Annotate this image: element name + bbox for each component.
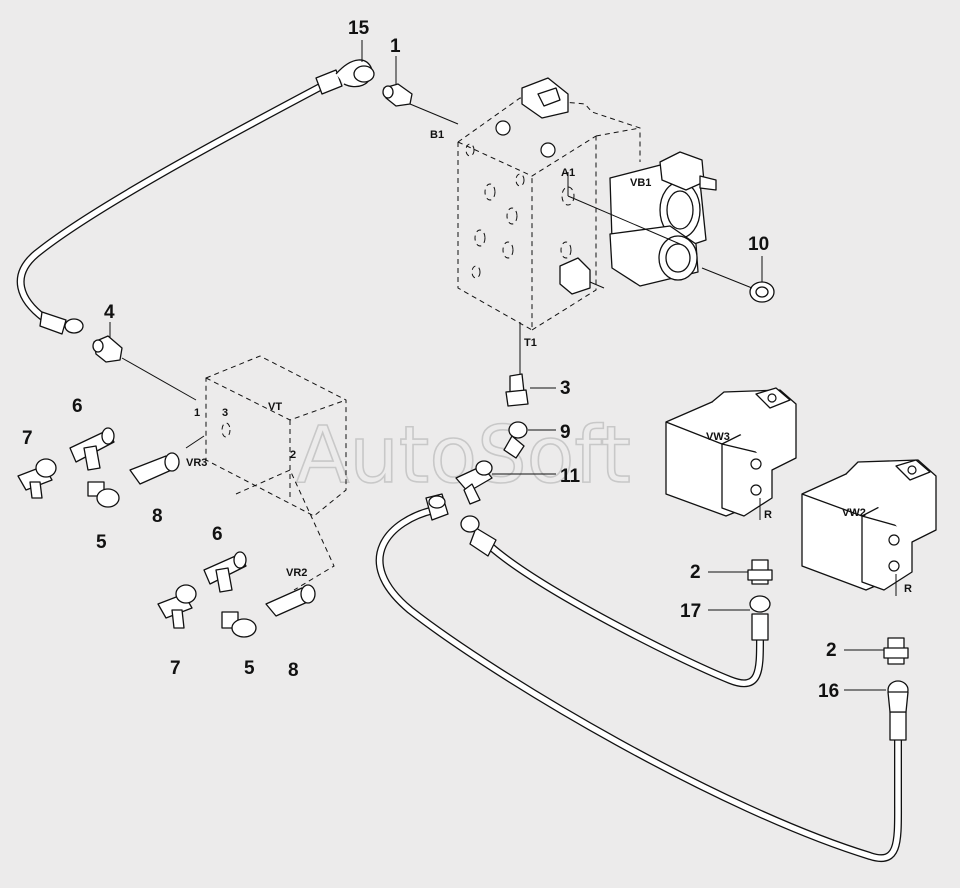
label-vt-port1: 1 [194,407,200,419]
callout-10: 10 [748,234,769,255]
fitting-2-lower [883,637,909,665]
leader-lines [109,40,886,691]
callout-8-lower: 8 [288,660,299,681]
fitting-2-upper [747,559,773,585]
label-vw3: VW3 [706,431,730,443]
hose-17 [460,515,771,688]
tee-6-lower [203,551,247,593]
label-vr2: VR2 [286,567,307,579]
elbow-7-upper [17,458,57,499]
main-valve-block [457,77,717,331]
label-vw3-r: R [764,509,772,521]
callout-8-upper: 8 [152,506,163,527]
fitting-11 [455,460,493,505]
callout-16: 16 [818,681,839,702]
callout-7-lower: 7 [170,658,181,679]
callout-2-upper: 2 [690,562,701,583]
callout-6-upper: 6 [72,396,83,417]
vt-block [205,355,347,591]
vw3-valve [665,387,797,520]
hose-15 [16,59,375,335]
callout-5-lower: 5 [244,658,255,679]
label-vr3: VR3 [186,457,207,469]
fitting-4 [92,335,123,363]
elbow-5-lower [221,611,257,638]
callout-6-lower: 6 [212,524,223,545]
vw2-valve [801,459,937,596]
callout-2-lower: 2 [826,640,837,661]
valve-8-upper [129,452,180,485]
label-vt-port2: 2 [290,449,296,461]
port-labels: B1 A1 VB1 T1 VT 3 1 2 VR3 VR2 VW3 R VW2 … [186,129,912,595]
callout-1: 1 [390,36,401,57]
callout-7-upper: 7 [22,428,33,449]
tee-6-upper [69,427,115,471]
callout-5-upper: 5 [96,532,107,553]
label-vw2: VW2 [842,507,866,519]
label-b1: B1 [430,129,444,141]
valve-8-lower [265,584,316,617]
callout-4: 4 [104,302,115,323]
callout-3: 3 [560,378,571,399]
callout-labels: 15 1 10 4 3 9 11 6 7 5 8 6 7 5 8 2 17 2 … [22,18,839,702]
callout-17: 17 [680,601,701,622]
label-vt-port3: 3 [222,407,228,419]
label-vt: VT [268,401,282,413]
callout-15: 15 [348,18,370,39]
fitting-3 [505,373,529,407]
hose-16 [375,493,909,862]
elbow-5-upper [87,481,120,508]
label-a1: A1 [561,167,575,179]
fitting-1 [382,83,413,107]
callout-11: 11 [560,466,581,487]
label-vb1: VB1 [630,177,651,189]
fitting-9 [503,421,528,459]
fitting-10 [749,281,775,303]
label-t1: T1 [524,337,537,349]
callout-9: 9 [560,422,571,443]
label-vw2-r: R [904,583,912,595]
elbow-7-lower [157,584,197,629]
